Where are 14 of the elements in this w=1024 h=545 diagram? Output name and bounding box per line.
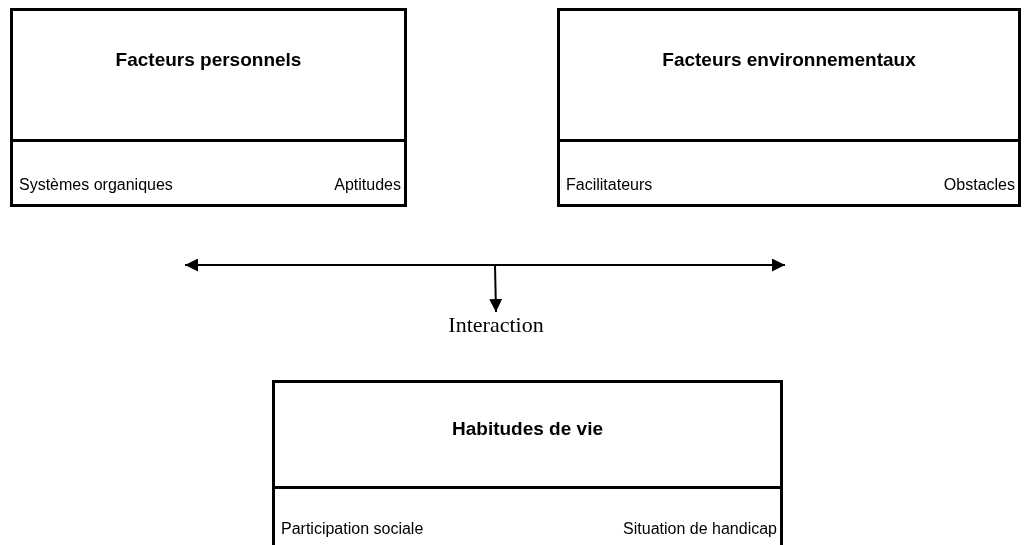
- box-subitem: Aptitudes: [334, 176, 401, 194]
- box-heading: Facteurs environnementaux: [661, 49, 917, 71]
- factor-box: [272, 380, 783, 545]
- factor-box: [557, 8, 1021, 207]
- box-subitem: Participation sociale: [281, 520, 424, 538]
- box-subitem: Situation de handicap: [623, 520, 777, 538]
- arrow: [489, 264, 503, 313]
- box-subitem: Facilitateurs: [566, 176, 653, 194]
- box-subitem: Obstacles: [943, 176, 1015, 194]
- factor-box: [10, 8, 407, 207]
- interaction-label: Interaction: [448, 312, 544, 338]
- box-subitem: Systèmes organiques: [19, 176, 173, 194]
- box-heading: Facteurs personnels: [114, 49, 303, 71]
- box-heading: Habitudes de vie: [451, 418, 604, 440]
